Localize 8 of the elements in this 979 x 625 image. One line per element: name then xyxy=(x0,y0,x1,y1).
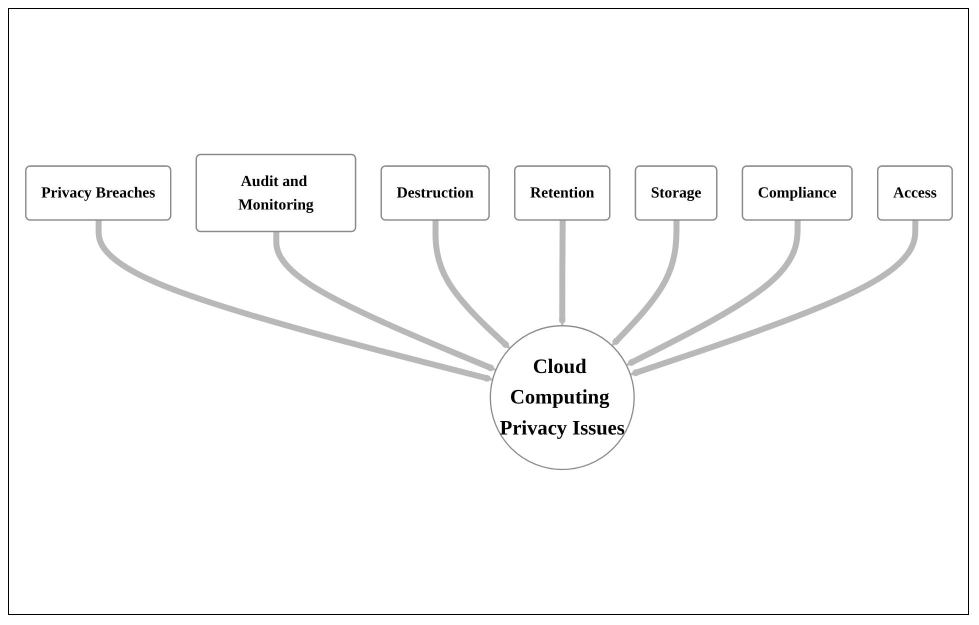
arrow xyxy=(630,220,918,376)
arrow xyxy=(95,220,492,382)
arrow xyxy=(432,220,510,348)
arrow xyxy=(611,220,680,346)
arrow xyxy=(272,231,496,371)
arrow xyxy=(558,220,566,326)
arrow xyxy=(626,220,800,366)
node-circle: Cloud Computing Privacy Issues xyxy=(489,324,634,470)
